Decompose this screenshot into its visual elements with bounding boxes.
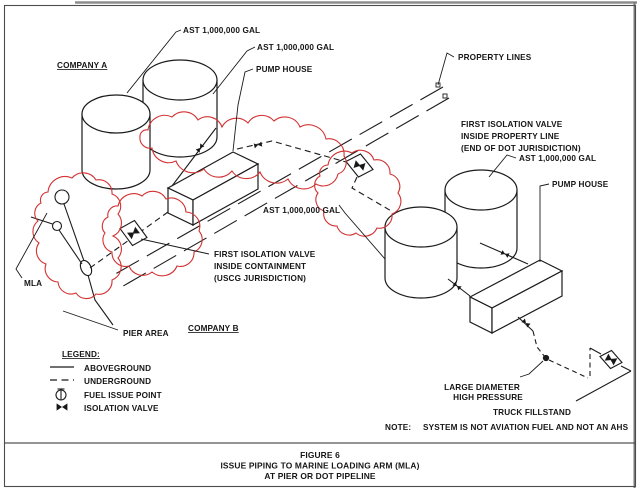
fuel-issue-point-symbol: [542, 354, 550, 362]
legend: LEGEND: ABOVEGROUND UNDERGROUND FUEL ISS…: [50, 350, 162, 413]
pump-house-a-box: [166, 151, 260, 227]
legend-isolation-valve-icon: [56, 403, 68, 411]
label-company-a: COMPANY A: [57, 61, 107, 70]
caption-box: [3, 442, 637, 488]
label-ast-a2: AST 1,000,000 GAL: [257, 43, 334, 52]
diagram-labels: AST 1,000,000 GAL AST 1,000,000 GAL PUMP…: [24, 26, 629, 432]
label-ast-a1: AST 1,000,000 GAL: [183, 26, 260, 35]
label-truck-fillstand: TRUCK FILLSTAND: [493, 408, 571, 417]
label-pump-house-b: PUMP HOUSE: [552, 180, 609, 189]
note-label: NOTE:: [385, 423, 411, 432]
pipe-property-valve-to-tank-b: [351, 176, 394, 213]
pipe-underground-a-to-property-valve: [236, 140, 347, 163]
legend-fuel-issue-point-icon: [55, 388, 67, 401]
figure-title-line2: AT PIER OR DOT PIPELINE: [264, 471, 376, 481]
label-mla: MLA: [24, 279, 42, 288]
label-valve-property-2: INSIDE PROPERTY LINE: [461, 132, 560, 141]
storage-tank: [81, 94, 151, 190]
label-valve-containment-3: (USCG JURISDICTION): [214, 274, 306, 283]
legend-item-label: ISOLATION VALVE: [84, 404, 159, 413]
label-pump-house-a: PUMP HOUSE: [256, 65, 313, 74]
label-valve-property-3: (END OF DOT JURISDICTION): [461, 144, 581, 153]
revision-cloud-containment-valve: [101, 190, 203, 277]
isolation-valve-symbol: [253, 141, 263, 149]
isolation-valves: [119, 153, 623, 370]
label-property-lines: PROPERTY LINES: [458, 53, 532, 62]
label-valve-containment-1: FIRST ISOLATION VALVE: [214, 250, 316, 259]
legend-item-label: ABOVEGROUND: [84, 364, 151, 373]
pipe-tank-to-pumphouse-a: [171, 127, 217, 187]
storage-tank: [142, 59, 218, 158]
label-pier-area: PIER AREA: [123, 329, 169, 338]
figure-number: FIGURE 6: [300, 450, 340, 460]
property-line-end-marker: [442, 93, 448, 99]
leader-lines: [15, 29, 550, 378]
legend-item-label: FUEL ISSUE POINT: [84, 391, 162, 400]
storage-tank: [384, 206, 458, 299]
label-ast-b-top: AST 1,000,000 GAL: [519, 154, 596, 163]
label-large-diameter-2: HIGH PRESSURE: [453, 393, 523, 402]
isolation-valve-symbol: [521, 318, 531, 328]
figure-title-line1: ISSUE PIPING TO MARINE LOADING ARM (MLA): [220, 461, 419, 471]
revision-clouds: [32, 111, 402, 300]
revision-cloud-mla: [32, 172, 122, 300]
legend-title: LEGEND:: [62, 350, 100, 359]
pipe-to-truck-fillstand: [548, 359, 589, 379]
label-valve-containment-2: INSIDE CONTAINMENT: [214, 262, 306, 271]
fillstand-platform-line: [575, 370, 632, 402]
note-text: SYSTEM IS NOT AVIATION FUEL AND NOT AN A…: [423, 423, 629, 432]
revision-cloud-property-valve: [314, 149, 402, 237]
storage-tank: [444, 169, 518, 269]
piping: [89, 127, 632, 402]
page-border: [3, 1, 637, 488]
label-large-diameter-1: LARGE DIAMETER: [444, 383, 520, 392]
legend-item-label: UNDERGROUND: [84, 377, 151, 386]
pipe-pumphouse-b-outlet: [517, 316, 534, 332]
revision-cloud-piping: [139, 111, 347, 190]
label-valve-property-1: FIRST ISOLATION VALVE: [461, 120, 563, 129]
label-ast-b-mid: AST 1,000,000 GAL: [263, 206, 340, 215]
pier-edge-line: [87, 274, 114, 326]
company-b-tanks: [384, 169, 518, 299]
figure-caption: FIGURE 6 ISSUE PIPING TO MARINE LOADING …: [220, 450, 419, 481]
label-company-b: COMPANY B: [188, 324, 239, 333]
marine-loading-arm: [30, 189, 114, 326]
pump-house-b-box: [468, 259, 564, 334]
company-a-tanks: [81, 59, 218, 190]
pipe-pumphouse-a-to-pier: [89, 211, 169, 269]
